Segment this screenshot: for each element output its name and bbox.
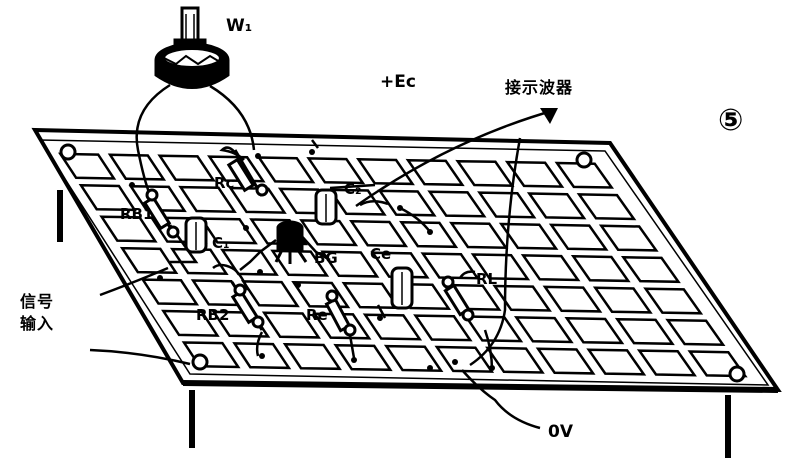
label-signal-line2: 输入 <box>20 314 55 333</box>
grid-pad <box>586 348 647 376</box>
grid-pad <box>220 248 279 276</box>
label-plus-ec: +Ec <box>380 72 416 92</box>
grid-pad <box>119 246 179 274</box>
grid-pad <box>240 280 300 308</box>
grid-pad <box>520 254 581 282</box>
grid-pad <box>128 184 187 213</box>
label-ce: Ce <box>370 245 392 263</box>
grid-pad <box>470 253 531 281</box>
label-c2: C₂ <box>344 180 362 198</box>
grid-pad <box>576 193 637 221</box>
grid-pad <box>420 252 480 280</box>
grid-pad <box>178 185 237 213</box>
grid-pad <box>362 313 423 341</box>
capacitor-ce <box>390 266 414 310</box>
grid-pad <box>58 152 117 180</box>
label-signal-line1: 信号 <box>20 292 55 311</box>
grid-pad <box>356 158 415 186</box>
grid-pad <box>78 184 137 212</box>
resistor-rb1 <box>142 188 180 239</box>
scope-arrow <box>540 108 558 124</box>
grid-pad <box>107 153 167 181</box>
grid-pad <box>256 156 316 184</box>
capacitor-c1 <box>184 216 208 254</box>
grid-pad <box>99 215 158 243</box>
resistor-rb2 <box>230 281 265 331</box>
grid-pad <box>320 250 380 278</box>
wires <box>89 83 556 430</box>
grid-pad <box>498 222 559 250</box>
grid-pad <box>327 188 387 216</box>
grid-pad <box>405 158 465 187</box>
grid-pad <box>232 342 292 370</box>
grid-pad <box>398 220 459 249</box>
grid-pad <box>636 349 697 377</box>
grid-pad <box>665 318 726 346</box>
label-rl: RL <box>476 270 498 288</box>
grid-pad <box>199 217 258 245</box>
grid-pad <box>207 155 266 183</box>
label-c1: C₁ <box>212 234 230 252</box>
grid-pad <box>570 255 631 283</box>
resistor-re <box>324 289 357 337</box>
grid-pad <box>211 310 271 338</box>
grid-pad <box>535 347 596 375</box>
label-scope: 接示波器 <box>505 78 574 97</box>
grid-pad <box>598 224 659 252</box>
potentiometer-w1 <box>154 6 230 89</box>
figure-number: ⑤ <box>718 103 744 138</box>
resistors <box>142 149 475 337</box>
grid-pad <box>643 287 704 315</box>
transistor-bg <box>274 220 308 264</box>
grid-pad <box>592 286 653 314</box>
label-bg: BG <box>314 249 338 267</box>
grid-pad <box>261 311 321 339</box>
label-rc: Rc <box>214 174 235 192</box>
grid-pad <box>614 317 675 346</box>
grid-pad <box>513 316 574 344</box>
resistor-rc <box>226 149 269 197</box>
grid-pad <box>526 192 587 220</box>
grid-pad <box>485 346 545 374</box>
grid-pad <box>620 256 681 284</box>
grid-pad <box>427 190 487 218</box>
grid-pad <box>542 285 603 313</box>
label-0v: 0V <box>548 422 573 442</box>
grid-pad <box>306 157 366 185</box>
corner-screws <box>59 143 746 383</box>
grid-pad <box>377 189 437 217</box>
grid-pad <box>333 343 393 372</box>
grid-pad <box>349 220 409 248</box>
label-re: Re <box>306 306 328 324</box>
grid-pad <box>140 278 200 306</box>
pin-dots <box>129 149 495 371</box>
board-legs <box>57 190 731 458</box>
resistor-rl <box>441 275 475 322</box>
grid-pad <box>383 344 444 372</box>
capacitors <box>184 188 414 310</box>
label-rb2: RB2 <box>196 306 230 324</box>
grid-pad <box>413 314 473 342</box>
label-w1: W₁ <box>226 16 253 36</box>
grid-pad <box>249 218 308 246</box>
capacitor-c2 <box>314 188 338 226</box>
grid-pad <box>504 160 565 188</box>
grid-pad <box>434 345 495 373</box>
grid-pad <box>370 251 430 279</box>
label-rb1: RB1 <box>120 205 154 223</box>
grid-pad <box>477 191 537 219</box>
grid-pad <box>548 223 609 251</box>
grid-pad <box>463 315 524 343</box>
grid-pad <box>291 281 351 309</box>
grid-pad <box>157 154 216 182</box>
grid-pad <box>161 309 220 337</box>
grid-pad <box>564 317 625 345</box>
grid-pad <box>282 343 342 371</box>
